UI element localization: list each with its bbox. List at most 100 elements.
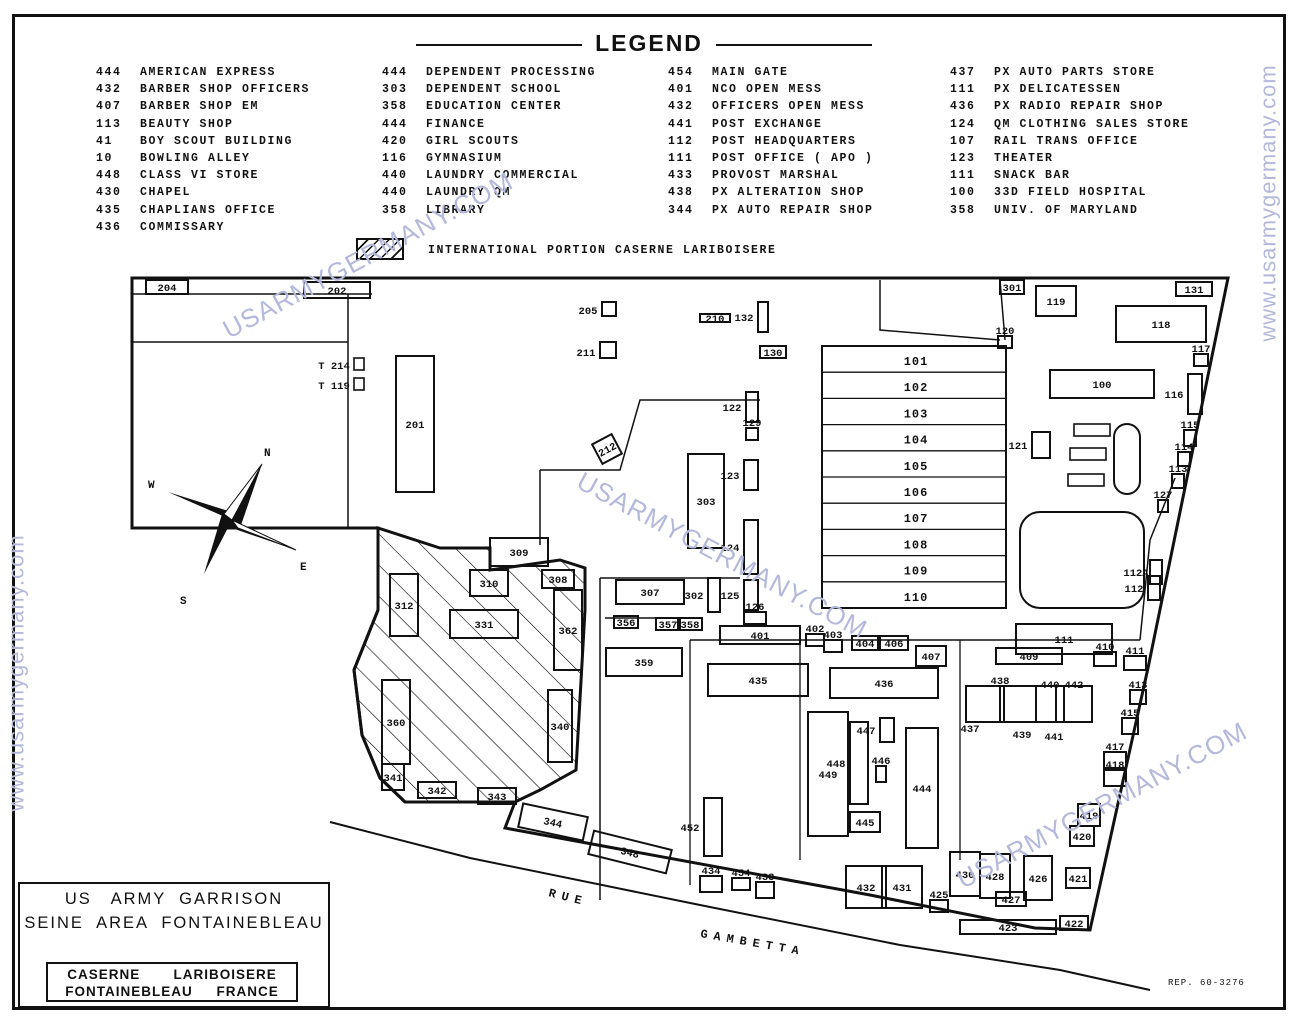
pad — [1069, 447, 1107, 461]
legend-building-number: 444 — [382, 66, 408, 79]
road-line — [539, 279, 1176, 900]
building-label: 119 — [1047, 297, 1066, 309]
building-406: 406 — [879, 635, 909, 651]
legend-building-number: 436 — [950, 100, 976, 114]
building-113: 113 — [1169, 464, 1187, 489]
building-447: 447 — [857, 717, 895, 743]
building-label: 126 — [746, 602, 765, 614]
building-label: 445 — [856, 818, 875, 830]
building-343: 343 — [477, 787, 517, 805]
building-413: 413 — [1129, 680, 1147, 705]
building-label: 449 — [819, 770, 838, 782]
building-118: 118 — [1115, 305, 1207, 343]
building-212: 212 — [590, 432, 624, 466]
building-label: 410 — [1096, 642, 1115, 654]
building-label: 131 — [1185, 285, 1204, 297]
building-418: 418 — [1103, 760, 1127, 787]
legend-entry: 111 SNACK BAR — [950, 169, 1190, 186]
building-362: 362 — [553, 589, 583, 671]
building-126: 126 — [743, 602, 767, 625]
building-label: 201 — [406, 420, 425, 432]
compass-rose: N E S W — [148, 448, 307, 608]
building-435: 435 — [707, 663, 809, 697]
legend-building-number: 432 — [96, 83, 122, 97]
building-label: 112 — [1125, 584, 1144, 596]
building-310: 310 — [469, 569, 509, 597]
building-425: 425 — [929, 890, 949, 913]
building-label: 439 — [1013, 730, 1032, 742]
building-label: 435 — [749, 676, 768, 688]
legend-building-label: PX AUTO PARTS STORE — [994, 66, 1156, 79]
legend-building-label: LAUNDRY QM — [426, 186, 512, 200]
building-label: 438 — [991, 676, 1010, 688]
building-label: 129 — [743, 418, 762, 430]
building-452: 452 — [681, 797, 723, 857]
building-409: 409 — [995, 647, 1063, 665]
international-portion-label: INTERNATIONAL PORTION CASERNE LARIBOISER… — [428, 244, 777, 257]
legend-building-label: QM CLOTHING SALES STORE — [994, 117, 1190, 131]
legend-building-number: 435 — [96, 203, 122, 217]
building-label: 348 — [619, 846, 640, 862]
building-410: 410 — [1093, 642, 1117, 667]
legend-building-number: 440 — [382, 186, 408, 200]
international-portion-swatch — [356, 238, 404, 260]
building-label: 309 — [510, 548, 529, 560]
building-119: 119 — [1035, 285, 1077, 317]
legend-building-label: FINANCE — [426, 117, 486, 131]
building-444: 444 — [905, 727, 939, 849]
building-403: 403 — [823, 630, 843, 653]
building-label: 302 — [685, 591, 704, 603]
legend-building-label: AMERICAN EXPRESS — [140, 66, 277, 79]
building-label: 436 — [875, 679, 894, 691]
building-label: 358 — [681, 620, 700, 632]
building-116: 116 — [1165, 373, 1203, 415]
building-label: 417 — [1106, 742, 1125, 754]
legend-building-number: 111 — [950, 169, 976, 183]
building-label: 340 — [551, 722, 570, 734]
building-label: 118 — [1152, 320, 1171, 332]
legend-building-number: 407 — [96, 100, 122, 114]
legend-building-number: 358 — [382, 100, 408, 114]
road-line — [689, 640, 961, 885]
building-label: 107 — [904, 512, 929, 526]
building-448: 448 — [827, 721, 869, 805]
building-307: 307 — [615, 579, 685, 605]
building-label: 441 — [1045, 732, 1064, 744]
building-label: 116 — [1165, 390, 1184, 402]
building-label: 205 — [579, 306, 598, 318]
street-edge — [329, 821, 1151, 991]
building-204: 204 — [145, 279, 189, 295]
building-415: 415 — [1121, 708, 1139, 735]
building-label: 407 — [922, 652, 941, 664]
legend-building-number: 111 — [668, 151, 694, 165]
compass-south: S — [180, 596, 187, 608]
building-label: 106 — [904, 486, 929, 500]
legend-building-number: 432 — [668, 100, 694, 114]
building-label: 109 — [904, 565, 929, 579]
legend-building-label: PX RADIO REPAIR SHOP — [994, 100, 1165, 114]
legend-building-label: GYMNASIUM — [426, 151, 503, 165]
building-401: 401 — [719, 625, 801, 645]
legend-title: LEGEND — [0, 30, 1300, 60]
legend-building-number: 433 — [668, 169, 694, 183]
legend-building-number: 448 — [96, 169, 122, 183]
building-label: 409 — [1020, 652, 1039, 664]
building-label: 430 — [956, 870, 975, 882]
title-line-1: US ARMY GARRISON — [64, 890, 284, 908]
building-301: 301 — [999, 279, 1025, 295]
building-114: 114 — [1175, 442, 1193, 467]
building-label: 440 — [1041, 680, 1060, 692]
legend-building-number: 113 — [96, 117, 122, 131]
legend-building-label: SNACK BAR — [994, 169, 1071, 183]
